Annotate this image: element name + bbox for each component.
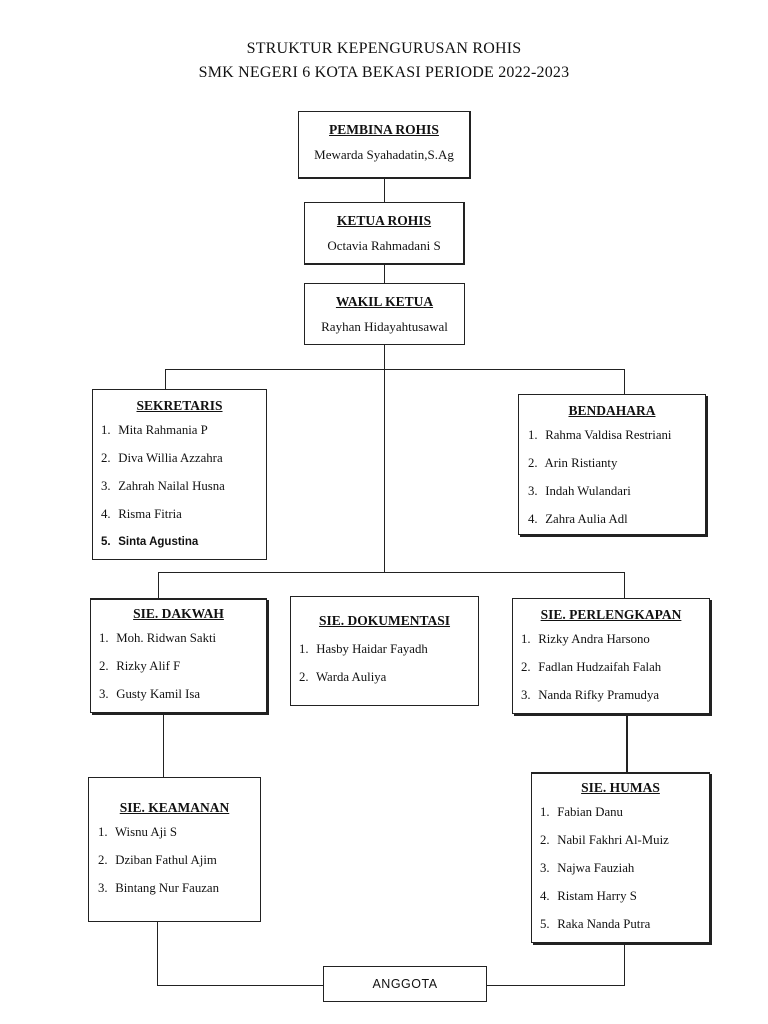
wakil-ketua-name: Rayhan Hidayahtusawal — [321, 319, 448, 334]
connector-dakwah-keamanan — [163, 713, 164, 778]
list-item: 5. Sinta Agustina — [101, 536, 199, 548]
list-item: 3. Zahrah Nailal Husna — [101, 479, 225, 493]
list-item: 2. Fadlan Hudzaifah Falah — [521, 660, 662, 674]
list-item: 1. Rizky Andra Harsono — [521, 632, 650, 646]
list-item: 2. Arin Ristianty — [528, 456, 618, 470]
list-item: 3. Najwa Fauziah — [540, 861, 635, 875]
connector-horizontal-upper — [165, 369, 625, 370]
sie-dokumentasi-label: SIE. DOKUMENTASI — [318, 613, 451, 628]
list-item: 3. Bintang Nur Fauzan — [98, 881, 219, 895]
ketua-label: KETUA ROHIS — [336, 213, 432, 228]
chart-title-line1: STRUKTUR KEPENGURUSAN ROHIS — [246, 40, 522, 57]
list-item: 4. Ristam Harry S — [540, 889, 637, 903]
sie-dakwah-label: SIE. DAKWAH — [133, 606, 224, 621]
sie-keamanan-label: SIE. KEAMANAN — [119, 800, 230, 815]
sie-keamanan-box: SIE. KEAMANAN 1. Wisnu Aji S 2. Dziban F… — [88, 777, 261, 922]
list-item: 2. Dziban Fathul Ajim — [98, 853, 217, 867]
list-item: 1. Rahma Valdisa Restriani — [528, 428, 672, 442]
connector-perlengkapan-humas — [626, 714, 628, 773]
connector-to-sekretaris — [165, 369, 166, 390]
sekretaris-label: SEKRETARIS — [136, 398, 223, 413]
connector-humas-anggota — [487, 985, 625, 986]
list-item: 3. Gusty Kamil Isa — [99, 687, 201, 701]
connector-to-perlengkapan — [624, 572, 625, 599]
connector-keamanan-anggota — [157, 985, 324, 986]
list-item: 4. Risma Fitria — [101, 507, 182, 521]
list-item: 2. Rizky Alif F — [99, 659, 181, 673]
connector-to-dakwah — [158, 572, 159, 599]
bendahara-box: BENDAHARA 1. Rahma Valdisa Restriani 2. … — [518, 394, 706, 535]
connector-ketua-wakil — [384, 264, 385, 284]
connector-keamanan-down — [157, 921, 158, 986]
list-item: 5. Raka Nanda Putra — [540, 917, 651, 931]
list-item: 1. Wisnu Aji S — [98, 825, 178, 839]
sie-perlengkapan-label: SIE. PERLENGKAPAN — [540, 607, 682, 622]
list-item: 1. Hasby Haidar Fayadh — [299, 642, 428, 656]
list-item: 1. Mita Rahmania P — [101, 423, 208, 437]
chart-title-line2: SMK NEGERI 6 KOTA BEKASI PERIODE 2022-20… — [198, 64, 570, 81]
sie-perlengkapan-box: SIE. PERLENGKAPAN 1. Rizky Andra Harsono… — [512, 598, 710, 714]
list-item: 4. Zahra Aulia Adl — [528, 512, 628, 526]
wakil-ketua-box: WAKIL KETUA Rayhan Hidayahtusawal — [304, 283, 465, 345]
sie-dokumentasi-box: SIE. DOKUMENTASI 1. Hasby Haidar Fayadh … — [290, 596, 479, 706]
wakil-ketua-label: WAKIL KETUA — [335, 294, 434, 309]
sie-humas-box: SIE. HUMAS 1. Fabian Danu 2. Nabil Fakhr… — [531, 772, 710, 943]
ketua-box: KETUA ROHIS Octavia Rahmadani S — [304, 202, 465, 265]
anggota-box: ANGGOTA — [323, 966, 487, 1002]
pembina-box: PEMBINA ROHIS Mewarda Syahadatin,S.Ag — [298, 111, 471, 179]
sie-dakwah-box: SIE. DAKWAH 1. Moh. Ridwan Sakti 2. Rizk… — [90, 598, 267, 713]
list-item: 1. Fabian Danu — [540, 805, 623, 819]
list-item: 1. Moh. Ridwan Sakti — [99, 631, 217, 645]
connector-to-bendahara — [624, 369, 625, 394]
list-item: 3. Indah Wulandari — [528, 484, 631, 498]
connector-humas-down — [624, 943, 625, 985]
list-item: 2. Nabil Fakhri Al-Muiz — [540, 833, 669, 847]
list-item: 2. Diva Willia Azzahra — [101, 451, 223, 465]
sie-humas-label: SIE. HUMAS — [581, 780, 660, 795]
pembina-label: PEMBINA ROHIS — [329, 122, 439, 137]
ketua-name: Octavia Rahmadani S — [327, 238, 441, 253]
list-item: 2. Warda Auliya — [299, 670, 387, 684]
connector-pembina-ketua — [384, 178, 385, 203]
list-item: 3. Nanda Rifky Pramudya — [521, 688, 660, 702]
connector-main-vertical — [384, 344, 385, 573]
sekretaris-box: SEKRETARIS 1. Mita Rahmania P 2. Diva Wi… — [92, 389, 267, 560]
bendahara-label: BENDAHARA — [568, 403, 656, 418]
connector-horizontal-lower — [158, 572, 625, 573]
pembina-name: Mewarda Syahadatin,S.Ag — [314, 147, 454, 162]
